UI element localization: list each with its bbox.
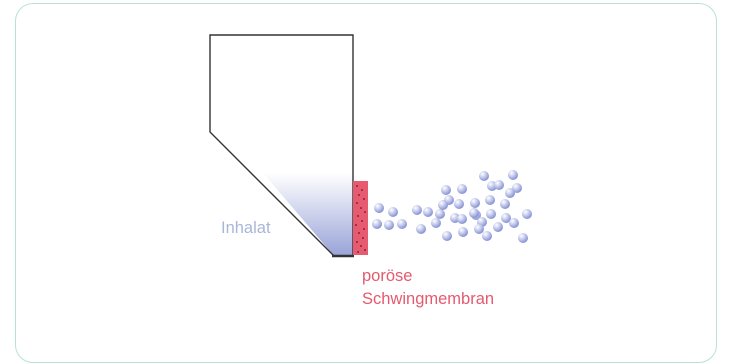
membrane-pore xyxy=(363,228,365,230)
membrane-pore xyxy=(358,232,360,234)
membrane-pore xyxy=(356,185,358,187)
aerosol-droplet xyxy=(458,227,468,237)
aerosol-droplet xyxy=(486,209,496,219)
membrane-pore xyxy=(364,211,366,213)
aerosol-droplet xyxy=(412,205,422,215)
aerosol-droplet xyxy=(374,203,384,213)
aerosol-droplet xyxy=(441,185,451,195)
aerosol-droplet xyxy=(482,231,492,241)
inhalat-label: Inhalat xyxy=(221,219,271,237)
aerosol-droplet xyxy=(438,200,448,210)
aerosol-droplet xyxy=(372,219,382,229)
aerosol-droplet xyxy=(485,195,495,205)
aerosol-droplet xyxy=(384,220,394,230)
aerosol-droplet xyxy=(388,207,398,217)
aerosol-droplet xyxy=(505,188,515,198)
membrane-pore xyxy=(357,251,359,253)
membrane-pore xyxy=(364,249,366,251)
membrane-pore xyxy=(361,220,363,222)
membrane-pore xyxy=(362,237,364,239)
aerosol-droplet xyxy=(457,214,467,224)
aerosol-droplet xyxy=(522,209,532,219)
aerosol-droplet xyxy=(500,199,510,209)
aerosol-droplet xyxy=(454,199,464,209)
inhalat-liquid xyxy=(263,173,353,256)
aerosol-droplet xyxy=(508,170,518,180)
aerosol-droplet xyxy=(479,171,489,181)
reservoir-container xyxy=(209,34,354,257)
aerosol-droplet xyxy=(423,207,433,217)
porous-membrane xyxy=(353,181,368,255)
membrane-pore xyxy=(361,189,363,191)
aerosol-droplet xyxy=(416,224,426,234)
aerosol-droplet xyxy=(431,218,441,228)
membrane-label-line1: poröse xyxy=(362,267,413,285)
membrane-pore xyxy=(356,202,358,204)
aerosol-droplet xyxy=(470,198,480,208)
membrane-pore xyxy=(358,194,360,196)
aerosol-droplet xyxy=(512,183,522,193)
membrane-pores xyxy=(355,185,366,253)
aerosol-droplet xyxy=(501,213,511,223)
aerosol-droplet xyxy=(469,208,479,218)
membrane-pore xyxy=(363,198,365,200)
aerosol-droplet xyxy=(435,209,445,219)
aerosol-droplet xyxy=(509,218,519,228)
aerosol-droplet xyxy=(457,184,467,194)
aerosol-droplet xyxy=(474,224,484,234)
membrane-pore xyxy=(357,215,359,217)
membrane-pore xyxy=(355,224,357,226)
aerosol-droplets xyxy=(372,170,532,243)
aerosol-droplet xyxy=(518,233,528,243)
membrane-pore xyxy=(360,207,362,209)
aerosol-droplet xyxy=(493,222,503,232)
membrane-label-line2: Schwingmembran xyxy=(362,290,495,308)
aerosol-droplet xyxy=(494,180,504,190)
nebulizer-diagram xyxy=(209,34,532,258)
aerosol-droplet xyxy=(397,219,407,229)
membrane-pore xyxy=(360,245,362,247)
aerosol-droplet xyxy=(442,231,452,241)
membrane-pore xyxy=(356,241,358,243)
